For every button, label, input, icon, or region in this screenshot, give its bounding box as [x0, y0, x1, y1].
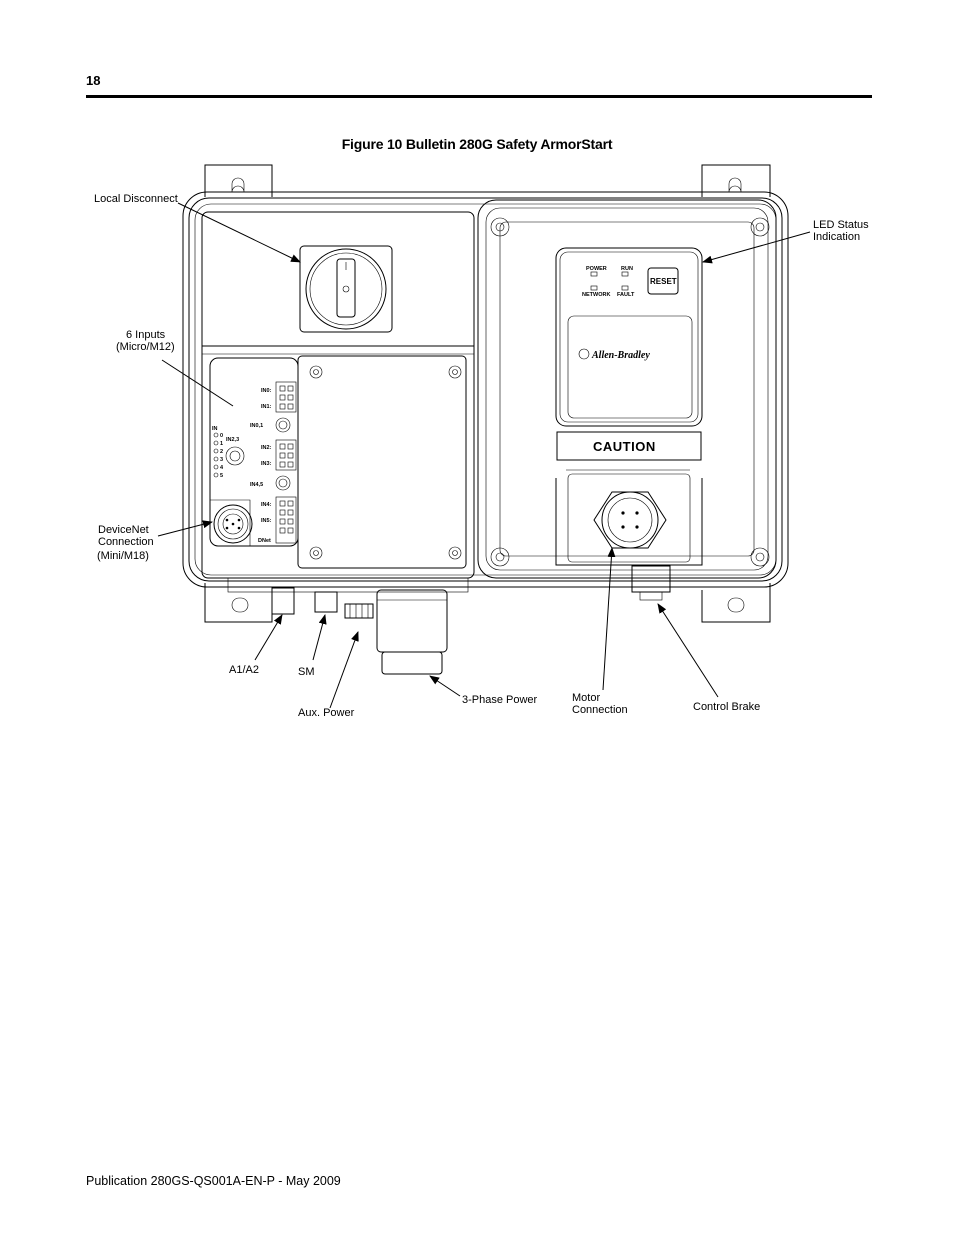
in2-label: IN2: [261, 445, 272, 451]
cover-plate [297, 355, 467, 569]
control-brake-connector [631, 565, 671, 601]
devicenet-connector [213, 504, 253, 544]
dnet-label: DNet [258, 538, 271, 544]
fault-led-label: FAULT [617, 292, 635, 298]
led-status-panel: POWER RUN NETWORK FAULT RESET Allen-Brad… [555, 247, 703, 427]
reset-button-label: RESET [650, 277, 677, 286]
network-led-label: NETWORK [582, 292, 610, 298]
io-panel: IN0: IN1: IN0,1 IN2: IN3: IN4,5 IN4: IN5… [209, 357, 299, 547]
devicenet-label-1: DeviceNet [98, 524, 149, 536]
caution-label: CAUTION [556, 431, 702, 461]
in0-label: IN0: [261, 388, 272, 394]
sm-label: SM [298, 666, 315, 678]
devicenet-label-3: (Mini/M18) [97, 550, 149, 562]
led3-label: 3 [220, 457, 223, 463]
in1-label: IN1: [261, 404, 272, 410]
inputs-label-2: (Micro/M12) [116, 341, 175, 353]
bottom-connectors [227, 577, 469, 675]
figure-title: Figure 10 Bulletin 280G Safety ArmorStar… [341, 136, 613, 152]
mounting-tabs [204, 164, 771, 623]
run-led-label: RUN [621, 266, 633, 272]
in01-label: IN0,1 [250, 423, 263, 429]
callout-labels: Local Disconnect LED Status Indication 6… [94, 193, 869, 719]
aux-power-label: Aux. Power [298, 707, 355, 719]
in3-label: IN3: [261, 461, 272, 467]
led5-label: 5 [220, 473, 223, 479]
callout-leaders [157, 202, 811, 709]
in4-label: IN4: [261, 502, 272, 508]
in23-label: IN2,3 [226, 437, 239, 443]
local-disconnect-switch [299, 245, 393, 333]
led-status-label-1: LED Status [813, 219, 869, 231]
page-number: 18 [86, 73, 101, 88]
power-led-label: POWER [586, 266, 607, 272]
local-disconnect-label: Local Disconnect [94, 193, 178, 205]
in5-label: IN5: [261, 518, 272, 524]
door-screws [490, 217, 770, 567]
led2-label: 2 [220, 449, 223, 455]
three-phase-power-label: 3-Phase Power [462, 694, 538, 706]
inputs-label-1: 6 Inputs [126, 329, 166, 341]
motor-connector [555, 469, 703, 566]
enclosure [182, 191, 789, 588]
a1a2-label: A1/A2 [229, 664, 259, 676]
led1-label: 1 [220, 441, 223, 447]
brand-logo: Allen-Bradley [591, 350, 650, 361]
in45-label: IN4,5 [250, 482, 263, 488]
svg-text:CAUTION: CAUTION [593, 439, 656, 454]
in-label: IN [212, 426, 218, 432]
led4-label: 4 [220, 465, 224, 471]
led0-label: 0 [220, 433, 223, 439]
motor-connection-label-2: Connection [572, 704, 628, 716]
motor-connection-label-1: Motor [572, 692, 600, 704]
header-rule [86, 95, 872, 98]
footer-publication: Publication 280GS-QS001A-EN-P - May 2009 [86, 1174, 341, 1188]
devicenet-label-2: Connection [98, 536, 154, 548]
led-status-label-2: Indication [813, 231, 860, 243]
control-brake-label: Control Brake [693, 701, 760, 713]
